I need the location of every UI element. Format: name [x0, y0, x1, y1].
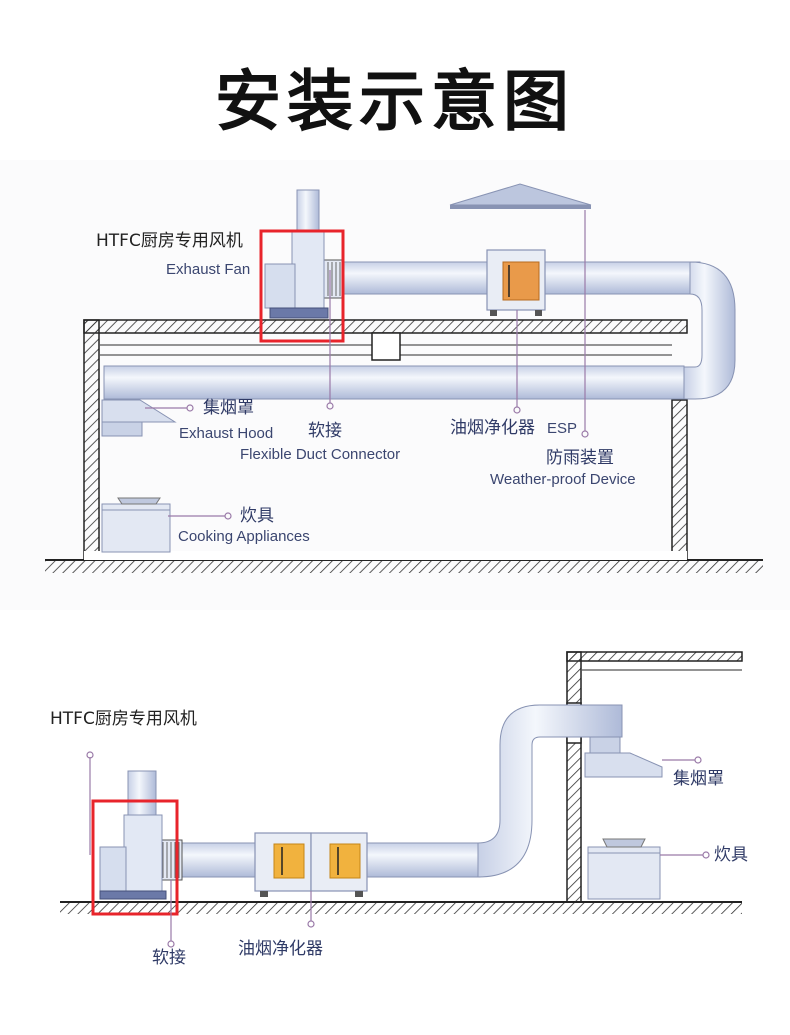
- stove-icon: [587, 838, 661, 900]
- flexible-connector: [321, 259, 343, 299]
- purifier-icon: [486, 249, 546, 316]
- exhaust-fan-icon: [264, 189, 329, 319]
- rain-cap-icon: [449, 183, 592, 209]
- purifier-icon: [254, 832, 368, 897]
- hood-label-en: Exhaust Hood: [179, 425, 274, 442]
- fan-label-cn: HTFC厨房专用风机: [96, 231, 243, 251]
- hood-icon: [101, 399, 177, 437]
- main-duct: [179, 704, 623, 878]
- connector-label-cn: 软接: [152, 948, 186, 968]
- diagram-top-drawing: [45, 183, 763, 573]
- hood-label-cn: 集烟罩: [673, 769, 724, 789]
- stove-icon: [101, 497, 171, 553]
- page-title: 安装示意图: [215, 63, 575, 140]
- installation-diagram-top: HTFC厨房专用风机 Exhaust Fan 集烟罩 Exhaust Hood …: [0, 160, 790, 610]
- building-walls: [83, 319, 688, 561]
- purifier-label-cn: 油烟净化器: [450, 418, 535, 438]
- ground: [45, 559, 763, 573]
- ceiling-duct: [103, 365, 685, 400]
- rainproof-label-en: Weather-proof Device: [490, 471, 636, 488]
- rainproof-label-cn: 防雨装置: [546, 448, 614, 468]
- ground: [60, 901, 742, 914]
- fan-label-cn: HTFC厨房专用风机: [50, 709, 197, 729]
- diagram-bottom-drawing: [60, 651, 743, 948]
- cooking-label-cn: 炊具: [240, 506, 274, 526]
- fan-highlight-box: [91, 799, 179, 916]
- fan-label-en: Exhaust Fan: [166, 261, 251, 278]
- hood-label-cn: 集烟罩: [203, 398, 254, 418]
- cooking-label-cn: 炊具: [714, 845, 748, 865]
- purifier-label-en: ESP: [547, 420, 578, 437]
- leader-lines: [145, 210, 589, 520]
- purifier-label-cn: 油烟净化器: [238, 939, 323, 959]
- flexible-connector: [159, 839, 183, 881]
- cooking-label-en: Cooking Appliances: [178, 528, 310, 545]
- exhaust-fan-icon: [99, 770, 167, 900]
- connector-label-en: Flexible Duct Connector: [240, 446, 401, 463]
- fan-highlight-box: [259, 229, 345, 343]
- connector-label-cn: 软接: [308, 421, 342, 441]
- leader-lines: [86, 751, 710, 948]
- hood-icon: [584, 736, 663, 778]
- installation-diagram-bottom: HTFC厨房专用风机 集烟罩 炊具 软接 油烟净化器: [0, 625, 790, 1035]
